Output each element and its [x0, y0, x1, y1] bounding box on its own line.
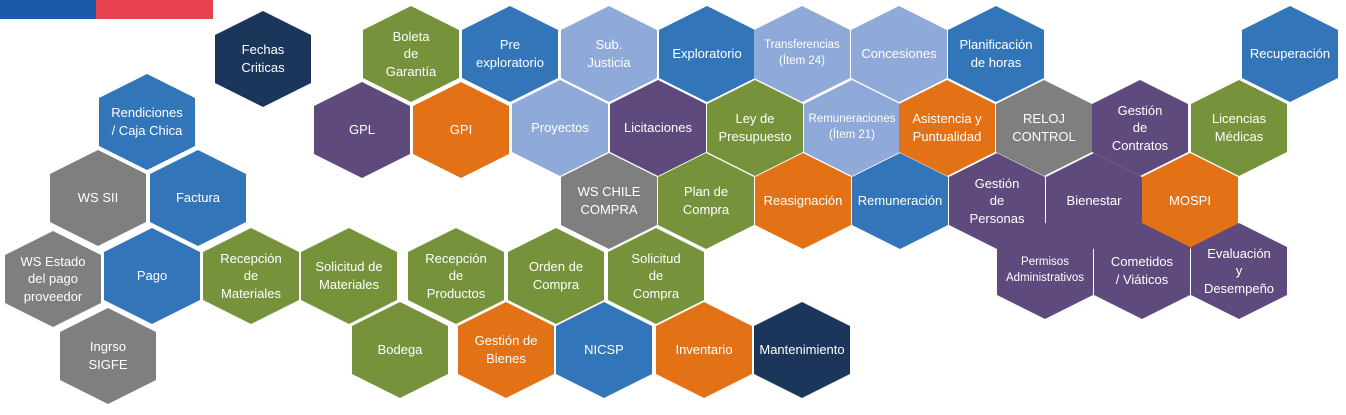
hex-transferencias[interactable]: Transferencias (Ítem 24) [754, 6, 850, 102]
hex-fechas-criticas[interactable]: Fechas Criticas [215, 11, 311, 107]
hex-label: Cometidos / Viáticos [1110, 254, 1174, 287]
hex-reasignacion[interactable]: Reasignación [755, 153, 851, 249]
hex-planificacion-horas[interactable]: Planificación de horas [948, 6, 1044, 102]
hex-asistencia[interactable]: Asistencia y Puntualidad [899, 80, 995, 176]
hex-mantenimiento[interactable]: Mantenimiento [754, 302, 850, 398]
hex-inventario[interactable]: Inventario [656, 302, 752, 398]
hex-exploratorio[interactable]: Exploratorio [659, 6, 755, 102]
hex-proyectos[interactable]: Proyectos [512, 80, 608, 176]
flag-blue-stripe [0, 0, 96, 19]
hex-ley-presupuesto[interactable]: Ley de Presupuesto [707, 80, 803, 176]
hex-orden-compra[interactable]: Orden de Compra [508, 228, 604, 324]
hex-cometidos-viaticos[interactable]: Cometidos / Viáticos [1094, 223, 1190, 319]
hex-label: Mantenimiento [759, 342, 845, 358]
hex-gpl[interactable]: GPL [314, 82, 410, 178]
hex-label: Ley de Presupuesto [718, 111, 792, 144]
hex-label: Exploratorio [672, 46, 742, 62]
hex-solicitud-compra[interactable]: Solicitud de Compra [608, 228, 704, 324]
hex-rendiciones[interactable]: Rendiciones / Caja Chica [99, 74, 195, 170]
hex-label: Asistencia y Puntualidad [912, 111, 982, 144]
flag-red-stripe [96, 0, 213, 19]
hex-label: Bodega [377, 342, 423, 358]
hex-label: Solicitud de Compra [631, 250, 681, 301]
hex-licitaciones[interactable]: Licitaciones [610, 80, 706, 176]
hex-label: Fechas Criticas [241, 42, 285, 75]
hex-label: Gestión de Bienes [474, 333, 538, 366]
hex-recepcion-productos[interactable]: Recepción de Productos [408, 228, 504, 324]
hex-label: WS CHILE COMPRA [577, 184, 641, 217]
hex-sub-justicia[interactable]: Sub. Justicia [561, 6, 657, 102]
hex-label: Ingrso SIGFE [88, 339, 128, 372]
hex-label: Orden de Compra [528, 259, 584, 292]
hex-label: Factura [175, 190, 221, 206]
hex-pre-exploratorio[interactable]: Pre exploratorio [462, 6, 558, 102]
hex-ws-sii[interactable]: WS SII [50, 150, 146, 246]
hex-boleta-garantia[interactable]: Boleta de Garantía [363, 6, 459, 102]
hex-label: Boleta de Garantía [385, 28, 437, 79]
hex-label: Sub. Justicia [587, 37, 631, 70]
hex-plan-compra[interactable]: Plan de Compra [658, 153, 754, 249]
hex-label: Reasignación [763, 193, 843, 209]
hex-label: Evaluación y Desempeño [1203, 245, 1275, 296]
hex-evaluacion-desempeno[interactable]: Evaluación y Desempeño [1191, 223, 1287, 319]
hex-label: Rendiciones / Caja Chica [111, 105, 183, 138]
hex-ws-estado-pago[interactable]: WS Estado del pago proveedor [5, 231, 101, 327]
hex-label: GPL [348, 122, 375, 138]
hex-label: Licencias Médicas [1211, 111, 1267, 144]
hex-label: Recuperación [1249, 46, 1331, 62]
hex-label: Remuneración [857, 193, 943, 209]
hex-label: Bienestar [1066, 193, 1122, 209]
hex-label: Permisos Administrativos [1006, 256, 1084, 284]
hex-label: RELOJ CONTROL [1012, 111, 1076, 144]
hex-recepcion-materiales[interactable]: Recepción de Materiales [203, 228, 299, 324]
hex-label: GPI [449, 122, 473, 138]
hex-bodega[interactable]: Bodega [352, 302, 448, 398]
hex-label: Recepción de Productos [425, 250, 487, 301]
hex-label: Planificación de horas [959, 37, 1033, 70]
hex-label: Pago [136, 268, 168, 284]
hex-label: Plan de Compra [682, 184, 730, 217]
hex-solicitud-materiales[interactable]: Solicitud de Materiales [301, 228, 397, 324]
hex-label: NICSP [584, 342, 624, 358]
hex-label: Remuneraciones (Ítem 21) [808, 113, 896, 141]
hex-label: WS SII [77, 190, 119, 206]
hex-label: Licitaciones [624, 120, 692, 136]
hex-gpi[interactable]: GPI [413, 82, 509, 178]
hex-ingrso-sigfe[interactable]: Ingrso SIGFE [60, 308, 156, 404]
hex-label: WS Estado del pago proveedor [20, 253, 86, 304]
hex-remuneracion[interactable]: Remuneración [852, 153, 948, 249]
hex-label: Gestión de Personas [969, 175, 1025, 226]
hex-label: MOSPI [1169, 193, 1211, 209]
hex-label: Proyectos [531, 120, 589, 136]
hex-recuperacion[interactable]: Recuperación [1242, 6, 1338, 102]
hex-factura[interactable]: Factura [150, 150, 246, 246]
hex-label: Gestión de Contratos [1111, 102, 1169, 153]
hex-label: Pre exploratorio [476, 37, 544, 70]
hex-licencias-medicas[interactable]: Licencias Médicas [1191, 80, 1287, 176]
hex-label: Concesiones [861, 46, 937, 62]
hex-nicsp[interactable]: NICSP [556, 302, 652, 398]
hex-label: Inventario [675, 342, 733, 358]
hex-remuneraciones-item21[interactable]: Remuneraciones (Ítem 21) [804, 80, 900, 176]
hex-permisos-administrativos[interactable]: Permisos Administrativos [997, 223, 1093, 319]
hex-gestion-bienes[interactable]: Gestión de Bienes [458, 302, 554, 398]
hex-label: Solicitud de Materiales [315, 259, 383, 292]
hex-concesiones[interactable]: Concesiones [851, 6, 947, 102]
hex-label: Recepción de Materiales [220, 250, 282, 301]
hex-reloj-control[interactable]: RELOJ CONTROL [996, 80, 1092, 176]
hex-pago[interactable]: Pago [104, 228, 200, 324]
hex-ws-chile-compra[interactable]: WS CHILE COMPRA [561, 153, 657, 249]
hex-label: Transferencias (Ítem 24) [764, 39, 840, 67]
